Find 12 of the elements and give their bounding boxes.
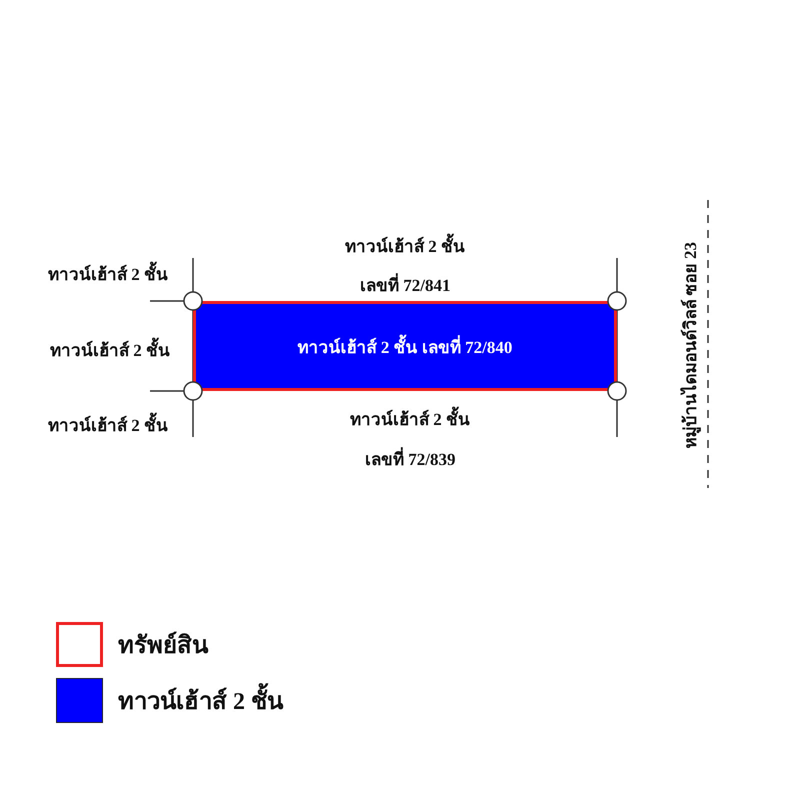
house-number: เลขที่ 72/841 xyxy=(360,270,450,298)
house-number: เลขที่ 72/839 xyxy=(365,444,456,472)
neighbour-label: ทาวน์เฮ้าส์ 2 ชั้น xyxy=(48,410,168,438)
plot-label: ทาวน์เฮ้าส์ 2 ชั้น เลขที่ 72/840 xyxy=(298,332,512,360)
property-plot xyxy=(193,301,617,391)
legend-label: ทาวน์เฮ้าส์ 2 ชั้น xyxy=(118,680,283,720)
neighbour-label: ทาวน์เฮ้าส์ 2 ชั้น xyxy=(48,260,168,286)
neighbour-label: ทาวน์เฮ้าส์ 2 ชั้น xyxy=(345,232,465,258)
road-label: หมู่บ้านไดมอนด์วิลล์ ซอย 23 xyxy=(679,242,701,448)
legend-label: ทรัพย์สิน xyxy=(118,630,208,660)
neighbour-label: ทาวน์เฮ้าส์ 2 ชั้น xyxy=(50,336,170,362)
neighbour-label: ทาวน์เฮ้าส์ 2 ชั้น xyxy=(350,404,470,432)
